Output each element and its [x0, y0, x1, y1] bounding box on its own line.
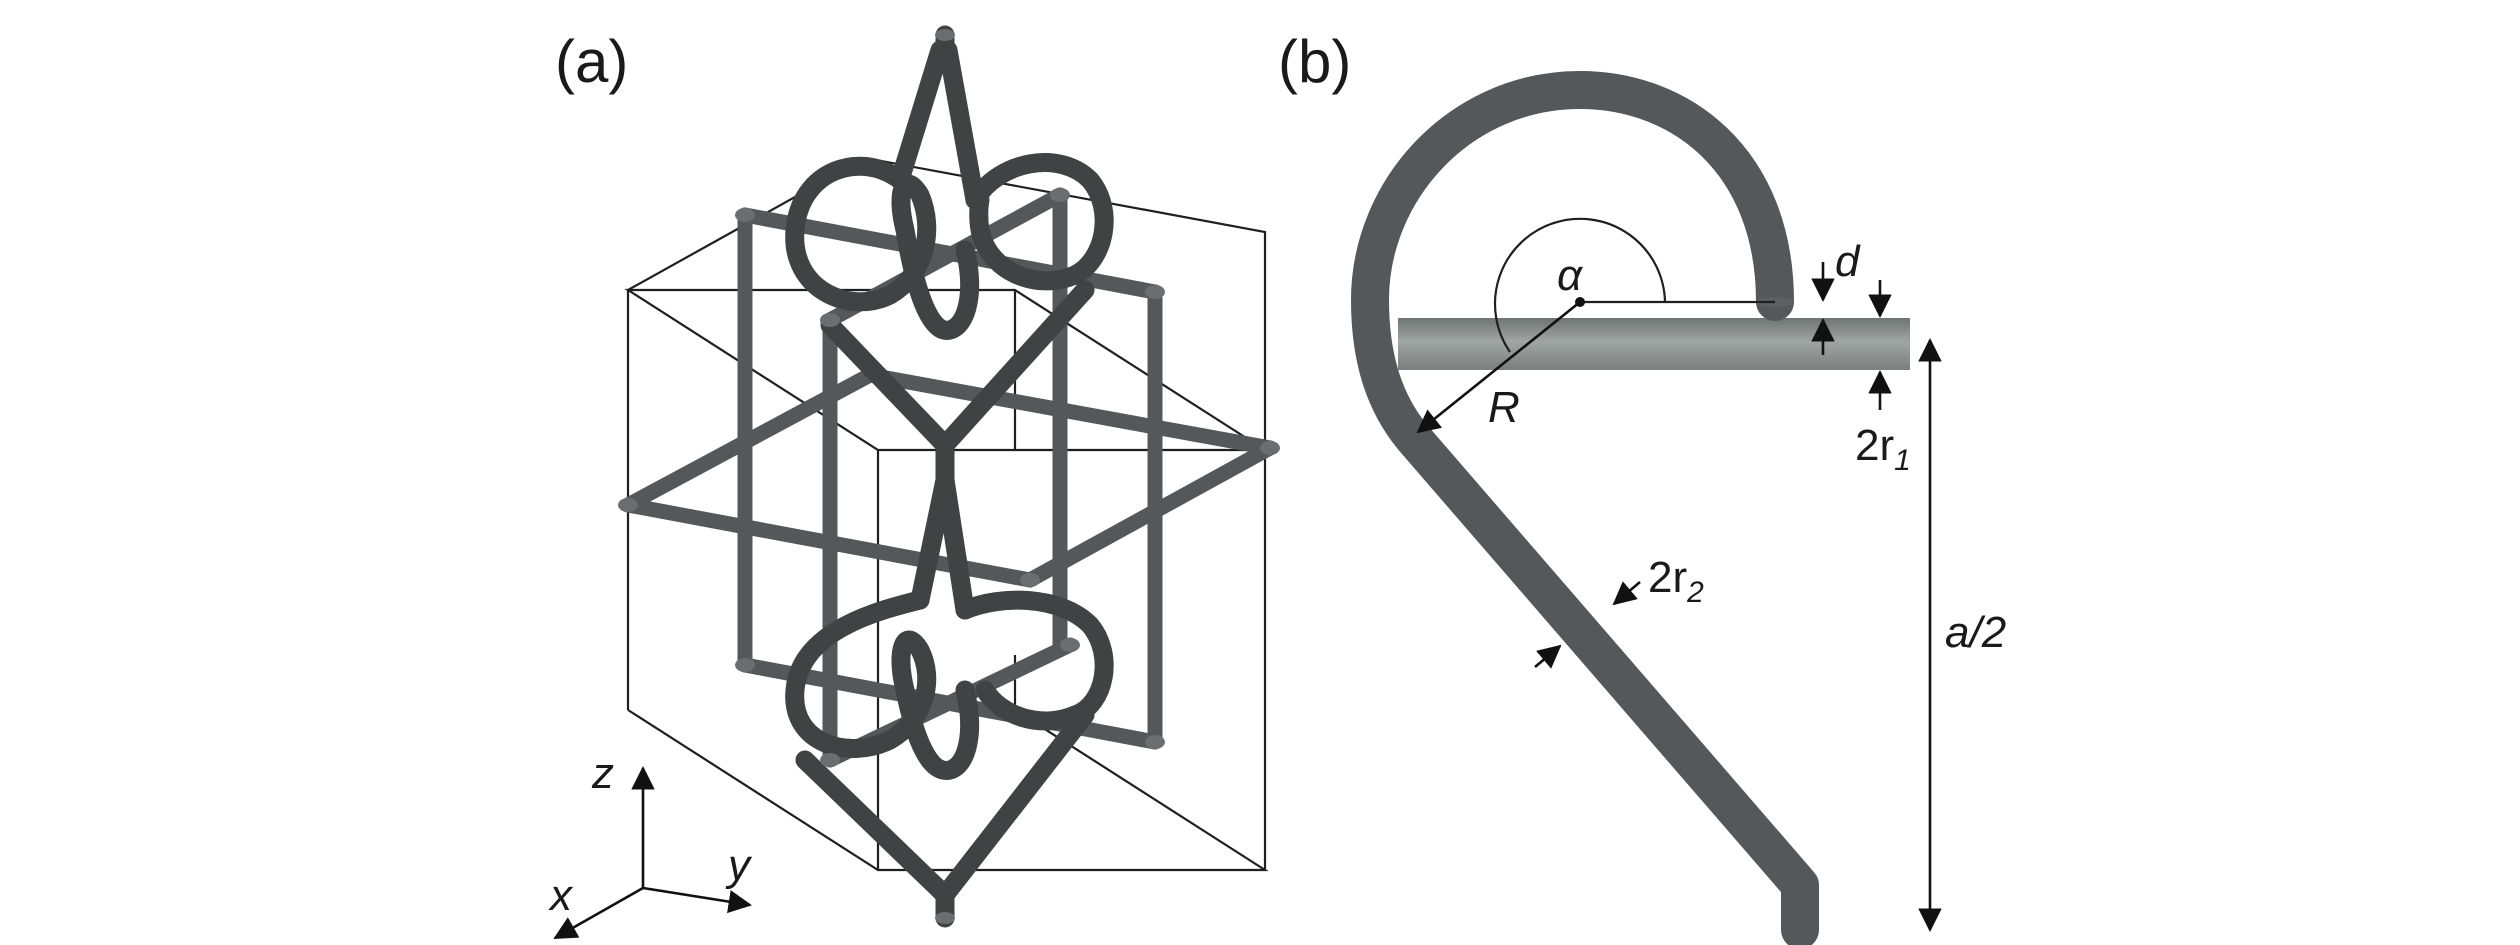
lattice-nodes — [618, 29, 1280, 924]
r1-label: 2r1 — [1855, 421, 1911, 477]
helical-rod — [1351, 71, 1819, 945]
horizontal-rod — [1398, 318, 1910, 370]
r2-dimension: 2r2 — [1534, 553, 1704, 669]
half-period-dimension: a/2 — [1918, 338, 2006, 932]
radius-label: R — [1488, 383, 1520, 432]
z-axis-label: z — [591, 749, 614, 798]
y-axis-label: y — [725, 841, 753, 890]
d-dimension: d — [1811, 237, 1861, 355]
upper-helix-loops — [785, 25, 1114, 490]
half-period-label: a/2 — [1945, 608, 2006, 657]
alpha-angle: α — [1493, 217, 1775, 353]
radius-indicator: R — [1416, 300, 1581, 434]
r2-label: 2r2 — [1648, 553, 1704, 609]
panel-a: (a) — [548, 25, 1280, 940]
r1-dimension: 2r1 — [1855, 280, 1911, 477]
x-axis-label: x — [548, 871, 574, 920]
panel-a-label: (a) — [555, 28, 628, 95]
alpha-label: α — [1557, 251, 1584, 300]
panel-b-label: (b) — [1278, 28, 1351, 95]
axes-triad: z y x — [548, 749, 753, 940]
panel-b: (b) α R d 2r1 — [1278, 28, 2006, 945]
lower-helix-loops — [785, 470, 1114, 928]
d-label: d — [1835, 237, 1861, 286]
